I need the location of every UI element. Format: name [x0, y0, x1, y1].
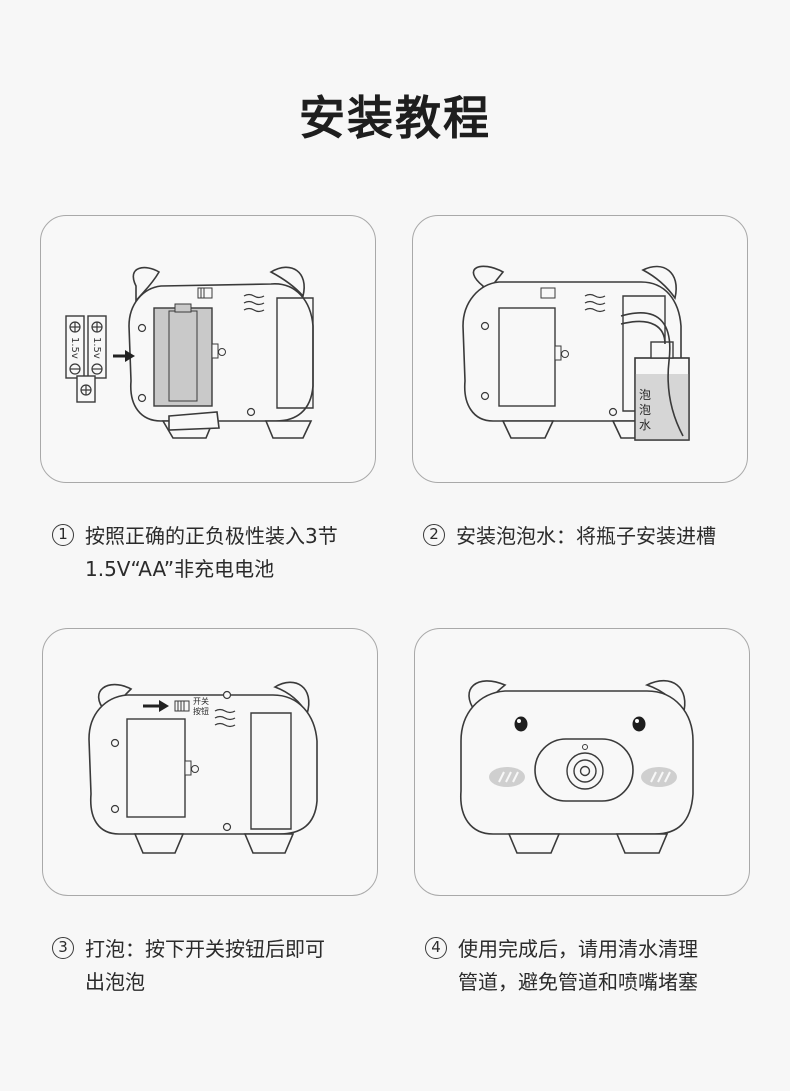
step-3-line-2: 出泡泡: [85, 970, 145, 994]
bottle-label-char-2: 泡: [639, 403, 651, 417]
step-3-line-1: 打泡：按下开关按钮后即可: [85, 937, 325, 961]
step-1-line-2: 1.5V“AA”非充电电池: [85, 557, 275, 581]
bubble-water-illustration: 泡 泡 水: [462, 265, 690, 441]
power-switch-illustration: 开关 按钮: [88, 681, 318, 854]
panel-bubble-water: 泡 泡 水: [412, 215, 748, 483]
step-2-line-1: 安装泡泡水：将瓶子安装进槽: [456, 524, 716, 548]
pig-front-illustration: [460, 679, 694, 854]
page-title: 安装教程: [299, 91, 491, 145]
step-3-number: 3: [52, 937, 74, 959]
panel-power-switch: 开关 按钮: [42, 628, 378, 896]
battery-label-2: 1.5v: [91, 337, 102, 359]
bottle-label-char-3: 水: [639, 418, 651, 432]
step-4: 4 使用完成后，请用清水清理 管道，避免管道和喷嘴堵塞: [425, 933, 698, 999]
step-2: 2 安装泡泡水：将瓶子安装进槽: [423, 520, 716, 553]
step-1: 1 按照正确的正负极性装入3节 1.5V“AA”非充电电池: [52, 520, 338, 586]
step-2-number: 2: [423, 524, 445, 546]
step-4-number: 4: [425, 937, 447, 959]
panel-battery-install: 1.5v 1.5v: [40, 215, 376, 483]
bottle-label-char-1: 泡: [639, 388, 651, 402]
switch-label-line-1: 开关: [193, 696, 209, 706]
battery-install-illustration: 1.5v 1.5v: [65, 266, 314, 439]
step-1-number: 1: [52, 524, 74, 546]
step-3: 3 打泡：按下开关按钮后即可 出泡泡: [52, 933, 325, 999]
panel-pig-front: [414, 628, 750, 896]
step-4-line-2: 管道，避免管道和喷嘴堵塞: [458, 970, 698, 994]
step-4-line-1: 使用完成后，请用清水清理: [458, 937, 698, 961]
battery-label-1: 1.5v: [69, 337, 80, 359]
switch-label-line-2: 按钮: [193, 706, 209, 716]
step-1-line-1: 按照正确的正负极性装入3节: [85, 524, 338, 548]
